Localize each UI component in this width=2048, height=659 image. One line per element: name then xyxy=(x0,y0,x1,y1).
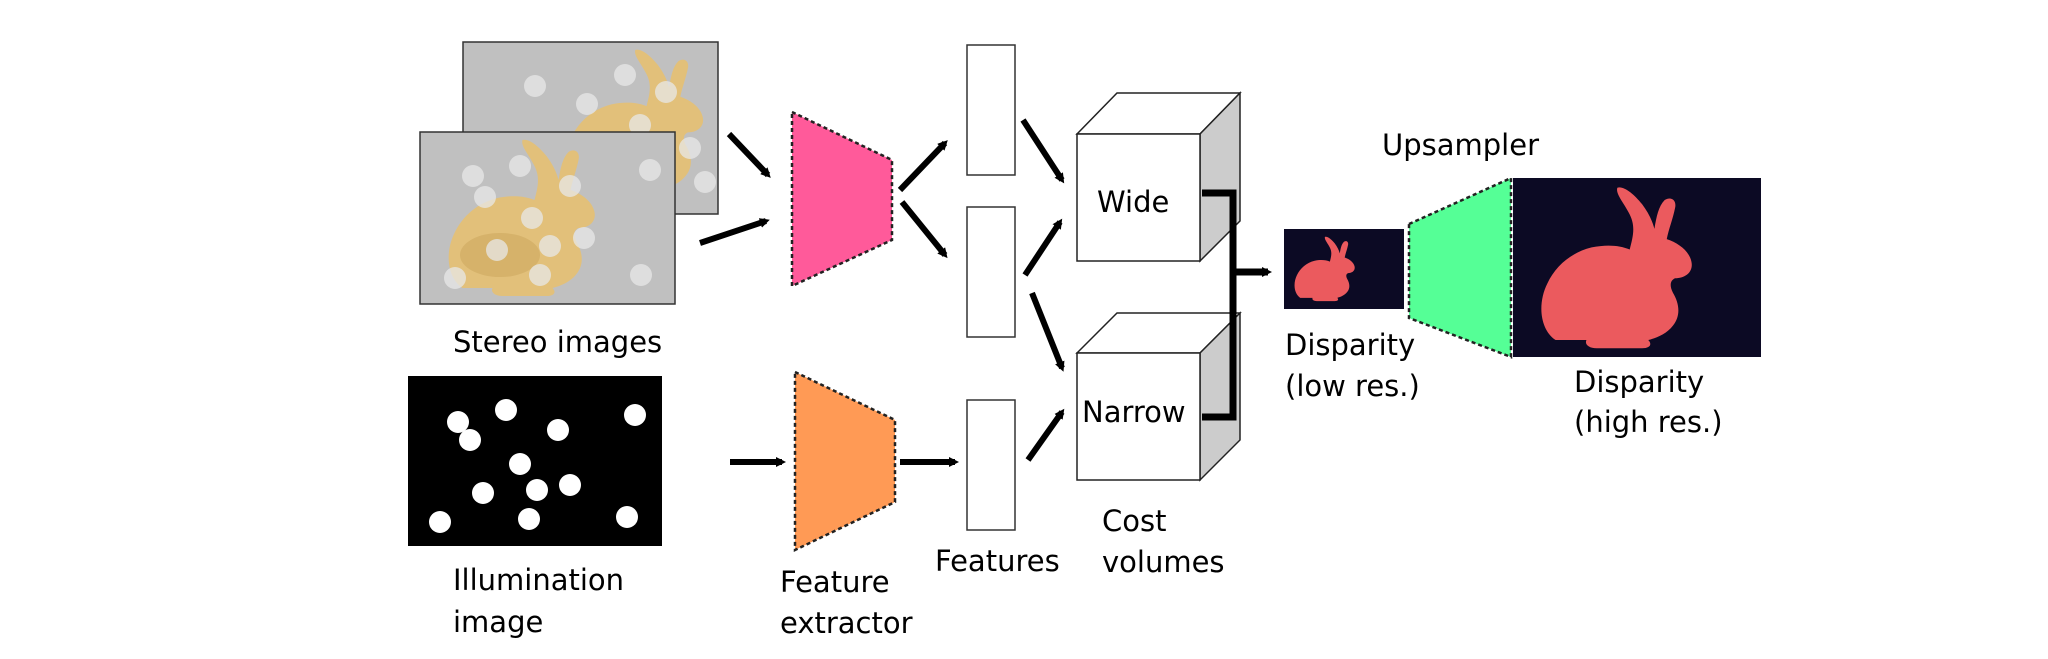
cost-volumes-label-line2: volumes xyxy=(1102,545,1225,579)
arrow-icon xyxy=(726,131,771,178)
stereo-images-label: Stereo images xyxy=(453,325,662,359)
arrow-icon xyxy=(1029,291,1065,372)
arrow-icon xyxy=(1020,118,1065,184)
cost-volumes-label-line1: Cost xyxy=(1102,504,1166,538)
cost-volume-narrow: Narrow xyxy=(1075,311,1242,482)
disparity-high-res: Disparity (high res.) xyxy=(1513,178,1761,439)
arrow-icon xyxy=(1025,408,1065,462)
stereo-image-left xyxy=(419,131,676,305)
wide-label: Wide xyxy=(1097,185,1169,219)
narrow-label: Narrow xyxy=(1082,395,1186,429)
arrow-icon xyxy=(699,218,770,246)
features: Features xyxy=(935,44,1060,578)
feature-map-3 xyxy=(966,399,1016,531)
input-arrows xyxy=(699,131,786,467)
volume-merge-connector xyxy=(1202,189,1272,421)
illumination-image: Illumination image xyxy=(408,376,662,639)
disparity-low-res: Disparity (low res.) xyxy=(1284,229,1420,403)
disparity-high-label-line2: (high res.) xyxy=(1574,405,1723,439)
upsampler-label: Upsampler xyxy=(1382,128,1539,162)
dot-pattern-icon xyxy=(429,399,646,533)
arrow-icon xyxy=(897,140,948,193)
feature-map-2 xyxy=(966,206,1016,338)
illumination-label-line1: Illumination xyxy=(453,563,624,597)
feature-arrows xyxy=(1020,118,1065,462)
feature-extractor-label-line2: extractor xyxy=(780,606,913,640)
stereo-images: Stereo images xyxy=(419,41,719,359)
feature-map-1 xyxy=(966,44,1016,176)
disparity-high-label-line1: Disparity xyxy=(1574,365,1704,399)
extractor-arrows xyxy=(897,140,959,467)
arrow-icon xyxy=(899,200,948,259)
feature-extractor-bottom: Feature extractor xyxy=(780,370,913,640)
features-label: Features xyxy=(935,544,1060,578)
disparity-low-label-line2: (low res.) xyxy=(1285,369,1420,403)
disparity-low-label-line1: Disparity xyxy=(1285,328,1415,362)
feature-extractor-label-line1: Feature xyxy=(780,565,890,599)
upsampler: Upsampler xyxy=(1382,128,1539,359)
illumination-label-line2: image xyxy=(453,605,543,639)
arrow-icon xyxy=(1022,218,1063,277)
projected-dots-icon xyxy=(444,155,661,289)
cost-volume-wide: Wide xyxy=(1075,91,1242,263)
feature-extractor-top xyxy=(790,110,894,288)
